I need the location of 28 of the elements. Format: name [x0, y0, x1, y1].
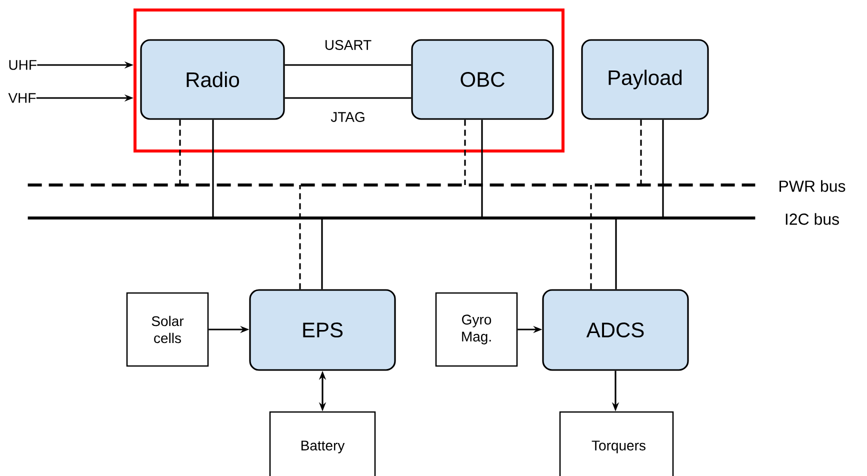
connector: [321, 218, 323, 290]
frame: [134, 8, 564, 152]
bus-label: PWR bus: [780, 180, 846, 192]
connector: [640, 120, 642, 185]
connector: [299, 185, 301, 290]
connector: [615, 218, 617, 290]
signal-label: VHF: [8, 93, 36, 103]
connector: [464, 120, 466, 185]
connector: [284, 64, 412, 66]
connector: [590, 185, 592, 290]
component-box: Gyro Mag.: [435, 292, 518, 367]
module-box: Payload: [581, 39, 709, 120]
signal-label: UHF: [9, 60, 36, 70]
module-box: OBC: [411, 39, 554, 120]
module-box: ADCS: [542, 289, 689, 371]
bus-label: I2C bus: [786, 213, 839, 225]
component-box: Solar cells: [126, 292, 209, 367]
connector: [212, 120, 214, 218]
module-box: Radio: [140, 39, 285, 120]
connector: [662, 120, 664, 218]
component-box: Battery: [269, 411, 376, 476]
edge-label: JTAG: [330, 112, 364, 122]
component-box: Torquers: [559, 411, 674, 476]
connector: [179, 120, 181, 185]
module-box: EPS: [249, 289, 396, 371]
connector: [481, 120, 483, 218]
edge-label: USART: [326, 40, 372, 50]
connector: [284, 97, 412, 99]
